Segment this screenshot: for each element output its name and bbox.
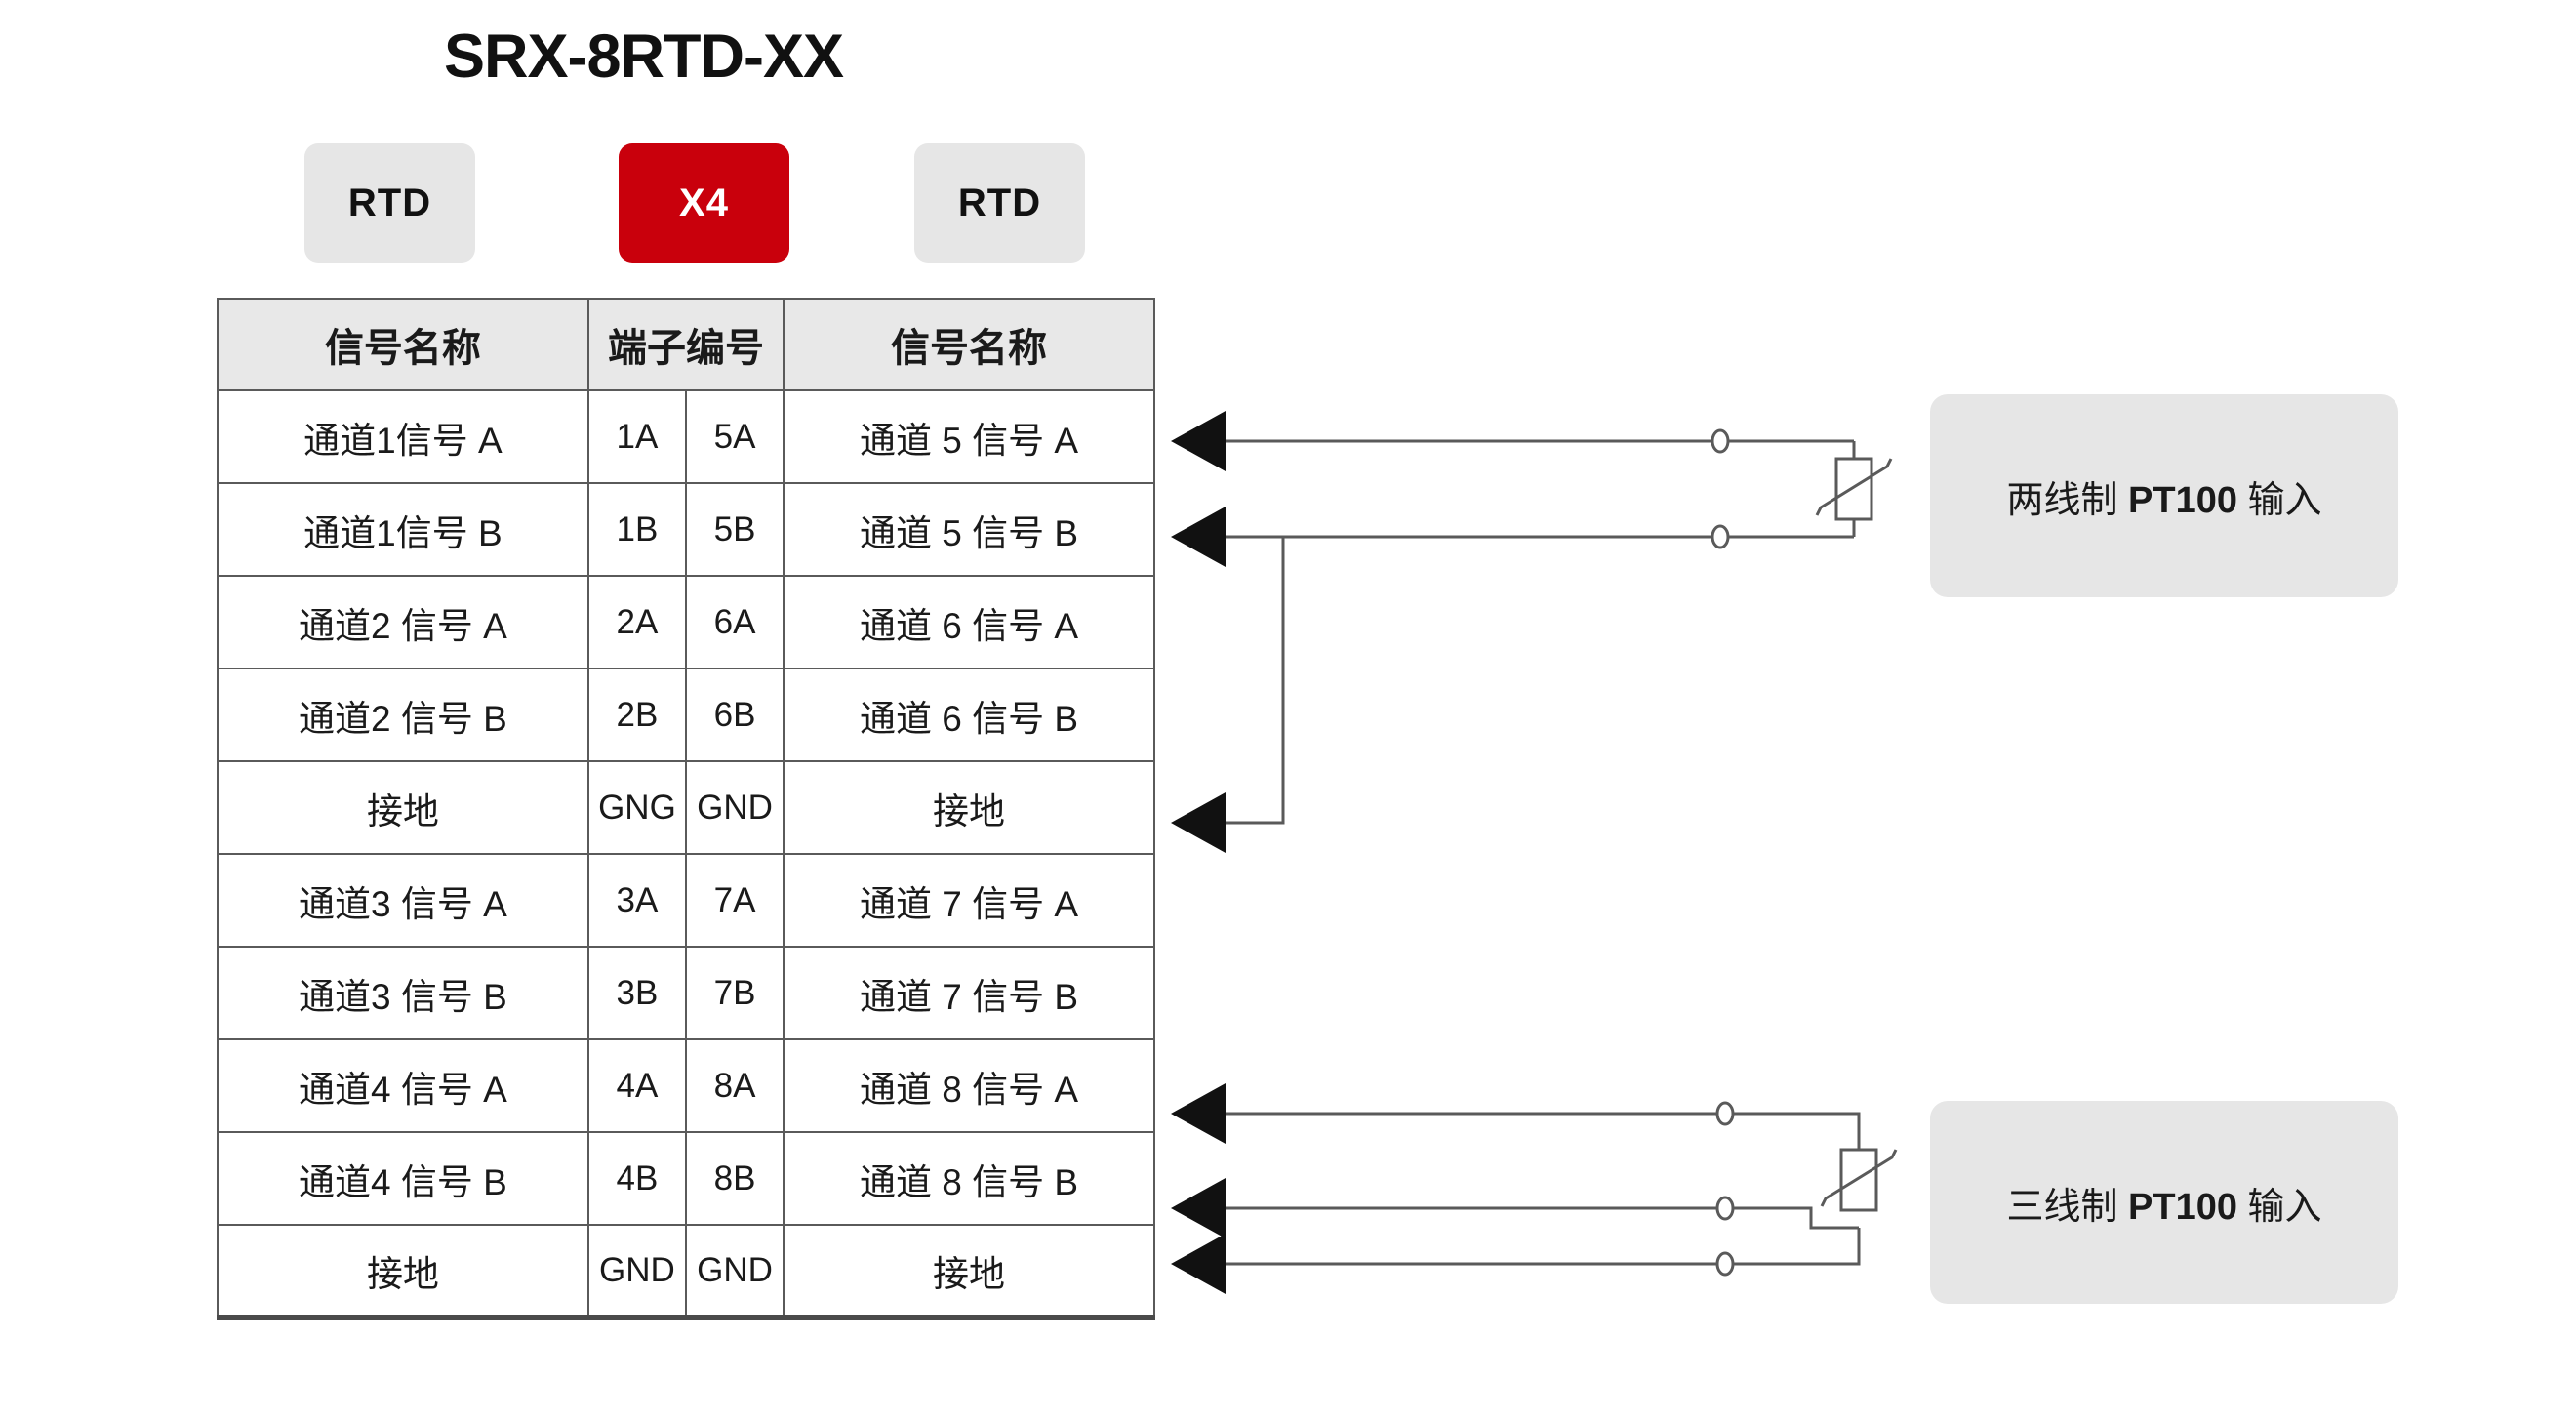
rtd-slash-2w	[1815, 458, 1893, 516]
cell-right-terminal: 7A	[684, 853, 785, 948]
cell-left-signal: 通道2 信号 B	[217, 668, 589, 762]
cell-left-terminal: GND	[586, 1224, 687, 1320]
arrowhead-5b	[1171, 507, 1226, 567]
cell-left-signal: 通道1信号 A	[217, 389, 589, 484]
header-right-signal: 信号名称	[783, 298, 1155, 391]
terminal-marker-5b	[1711, 524, 1730, 549]
header-terminal-number: 端子编号	[586, 298, 785, 391]
arrowhead-gnd-3w	[1171, 1234, 1226, 1294]
cell-right-terminal: 5B	[684, 482, 785, 577]
cell-right-signal: 通道 7 信号 B	[783, 946, 1155, 1040]
cell-right-terminal: 7B	[684, 946, 785, 1040]
cell-left-terminal: 3B	[586, 946, 687, 1040]
badge-rtd-left: RTD	[304, 143, 475, 263]
cell-right-signal: 接地	[783, 760, 1155, 855]
cell-right-terminal: 8B	[684, 1131, 785, 1226]
note-two-wire-prefix: 两线制	[2006, 479, 2129, 521]
cell-right-signal: 通道 8 信号 A	[783, 1038, 1155, 1133]
cell-left-signal: 通道4 信号 B	[217, 1131, 589, 1226]
note-two-wire-emphasis: PT100	[2128, 479, 2237, 521]
rtd-sensor-three-wire	[1820, 1148, 1898, 1212]
note-three-wire-text: 三线制 PT100 输入	[2006, 1176, 2321, 1230]
cell-right-signal: 通道 7 信号 A	[783, 853, 1155, 948]
cell-right-terminal: 5A	[684, 389, 785, 484]
cell-left-signal: 通道3 信号 A	[217, 853, 589, 948]
terminal-marker-gnd-3w	[1715, 1251, 1735, 1277]
cell-right-signal: 通道 8 信号 B	[783, 1131, 1155, 1226]
cell-right-terminal: 6B	[684, 668, 785, 762]
cell-left-terminal: 3A	[586, 853, 687, 948]
wire-gnd-branch	[1225, 537, 1285, 825]
cell-left-signal: 接地	[217, 1224, 589, 1320]
note-three-wire-prefix: 三线制	[2006, 1186, 2129, 1228]
rtd-slash-3w	[1820, 1149, 1898, 1207]
badge-rtd-right-label: RTD	[957, 181, 1042, 224]
note-three-wire-pt100: 三线制 PT100 输入	[1930, 1101, 2398, 1304]
arrowhead-5a	[1171, 411, 1226, 471]
note-two-wire-text: 两线制 PT100 输入	[2006, 469, 2321, 523]
terminal-arrowheads	[1171, 411, 1226, 1294]
cell-left-terminal: GNG	[586, 760, 687, 855]
cell-right-signal: 接地	[783, 1224, 1155, 1320]
wire-gnd-3w	[1225, 1228, 1861, 1266]
cell-left-signal: 接地	[217, 760, 589, 855]
header-left-signal: 信号名称	[217, 298, 589, 391]
wire-terminal-markers	[1711, 428, 1735, 1277]
cell-right-terminal: 6A	[684, 575, 785, 669]
badge-rtd-right: RTD	[914, 143, 1085, 263]
cell-left-terminal: 1B	[586, 482, 687, 577]
arrowhead-8b	[1171, 1178, 1226, 1238]
wire-8b	[1225, 1206, 1859, 1230]
cell-right-signal: 通道 5 信号 B	[783, 482, 1155, 577]
cell-right-terminal: GND	[684, 1224, 785, 1320]
badge-rtd-left-label: RTD	[347, 181, 432, 224]
cell-left-terminal: 2B	[586, 668, 687, 762]
terminal-marker-8a	[1715, 1101, 1735, 1126]
terminal-marker-8b	[1715, 1196, 1735, 1221]
page-title: SRX-8RTD-XX	[444, 22, 844, 91]
rtd-sensor-two-wire	[1815, 457, 1893, 521]
wire-8a	[1225, 1112, 1861, 1150]
table-header-row: 信号名称 端子编号 信号名称	[217, 298, 1155, 391]
cell-right-terminal: 8A	[684, 1038, 785, 1133]
cell-left-signal: 通道3 信号 B	[217, 946, 589, 1040]
cell-left-signal: 通道2 信号 A	[217, 575, 589, 669]
cell-left-signal: 通道4 信号 A	[217, 1038, 589, 1133]
rtd-resistor-body-3w	[1839, 1148, 1878, 1212]
cell-left-terminal: 4A	[586, 1038, 687, 1133]
cell-right-terminal: GND	[684, 760, 785, 855]
cell-right-signal: 通道 6 信号 B	[783, 668, 1155, 762]
terminal-marker-5a	[1711, 428, 1730, 454]
cell-right-signal: 通道 5 信号 A	[783, 389, 1155, 484]
cell-left-terminal: 1A	[586, 389, 687, 484]
note-three-wire-suffix: 输入	[2236, 1186, 2322, 1228]
cell-right-signal: 通道 6 信号 A	[783, 575, 1155, 669]
badge-x4-label: X4	[679, 181, 729, 224]
cell-left-terminal: 4B	[586, 1131, 687, 1226]
note-three-wire-emphasis: PT100	[2128, 1186, 2237, 1228]
cell-left-signal: 通道1信号 B	[217, 482, 589, 577]
arrowhead-gnd-2w	[1171, 792, 1226, 853]
rtd-resistor-body-2w	[1834, 457, 1873, 521]
three-wire-connection-group	[1225, 1112, 1861, 1266]
cell-left-terminal: 2A	[586, 575, 687, 669]
note-two-wire-suffix: 输入	[2236, 479, 2322, 521]
two-wire-connection-group	[1225, 439, 1856, 825]
note-two-wire-pt100: 两线制 PT100 输入	[1930, 394, 2398, 597]
arrowhead-8a	[1171, 1083, 1226, 1144]
badge-channel-multiplier: X4	[619, 143, 789, 263]
